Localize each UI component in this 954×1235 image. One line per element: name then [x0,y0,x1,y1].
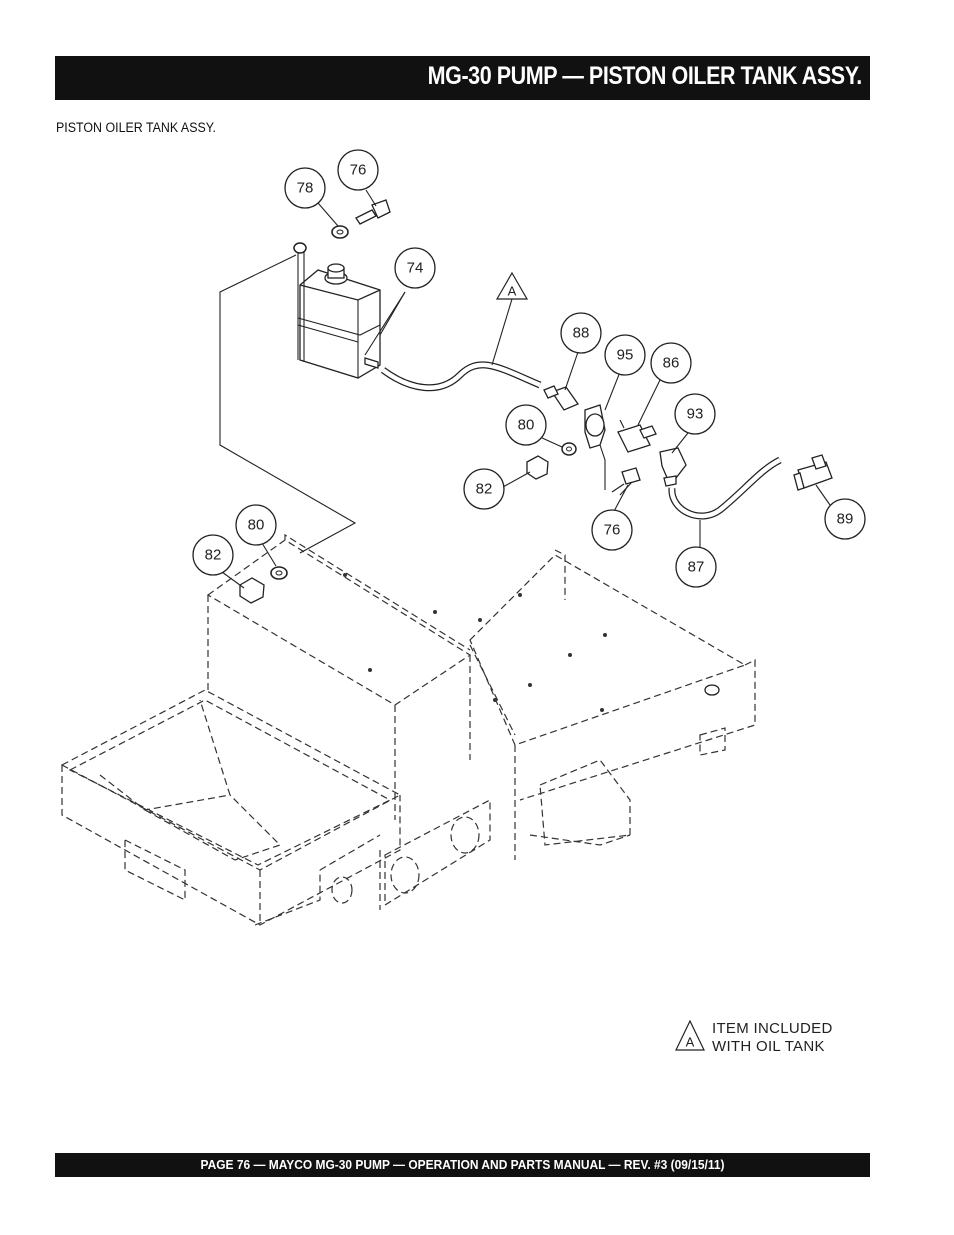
svg-text:80: 80 [518,417,535,434]
svg-text:A: A [508,284,517,299]
oil-tank [293,199,391,379]
oil-hose-87 [668,456,782,520]
page-header: MG-30 PUMP — PISTON OILER TANK ASSY. [55,56,870,100]
valve-86 [617,419,657,453]
pump-frame [60,533,756,926]
callout-78: 78 [284,167,326,209]
callout-95: 95 [604,334,646,376]
svg-text:76: 76 [604,522,621,539]
callout-89: 89 [824,498,866,540]
callout-88: 88 [560,312,602,354]
callout-87: 87 [675,546,717,588]
svg-text:95: 95 [617,347,634,364]
footer-text: PAGE 76 — MAYCO MG-30 PUMP — OPERATION A… [200,1157,725,1172]
page-footer: PAGE 76 — MAYCO MG-30 PUMP — OPERATION A… [55,1153,870,1177]
callout-80-lower: 80 [235,504,277,546]
callout-93: 93 [674,393,716,435]
elbow-93 [659,447,687,487]
note-line-1: ITEM INCLUDED [712,1020,833,1037]
svg-text:93: 93 [687,406,704,423]
callout-76-top: 76 [337,149,379,191]
clamp-95 [584,404,606,490]
oil-hose-a [380,361,542,392]
nut-washer-upper [526,442,577,480]
svg-text:A: A [686,1035,695,1050]
tee-89 [793,454,833,491]
svg-text:87: 87 [688,559,705,576]
diagram-subtitle: PISTON OILER TANK ASSY. [56,120,216,135]
note-text: ITEM INCLUDED WITH OIL TANK [712,1020,833,1056]
callout-74: 74 [394,247,436,289]
bolt-76-lower [611,467,641,496]
svg-text:74: 74 [407,260,424,277]
nut-washer-lower [239,566,288,604]
callout-76-lower: 76 [591,509,633,551]
svg-text:78: 78 [297,180,314,197]
assembly-leader-line [219,254,357,554]
fitting-88 [543,385,579,411]
svg-text:82: 82 [205,547,222,564]
svg-text:89: 89 [837,511,854,528]
svg-text:88: 88 [573,325,590,342]
svg-text:82: 82 [476,481,493,498]
leader-lines [221,189,831,589]
note-line-2: WITH OIL TANK [712,1038,825,1055]
callout-82-upper: 82 [463,468,505,510]
callout-80-upper: 80 [505,404,547,446]
svg-text:80: 80 [248,517,265,534]
svg-text:76: 76 [350,162,367,179]
callout-82-lower: 82 [192,534,234,576]
page-title: MG-30 PUMP — PISTON OILER TANK ASSY. [427,62,863,90]
svg-text:86: 86 [663,355,680,372]
legend-note: A ITEM INCLUDED WITH OIL TANK [675,1018,875,1058]
item-included-marker: A [495,271,529,300]
callout-86: 86 [650,342,692,384]
note-triangle-icon: A [675,1020,705,1051]
